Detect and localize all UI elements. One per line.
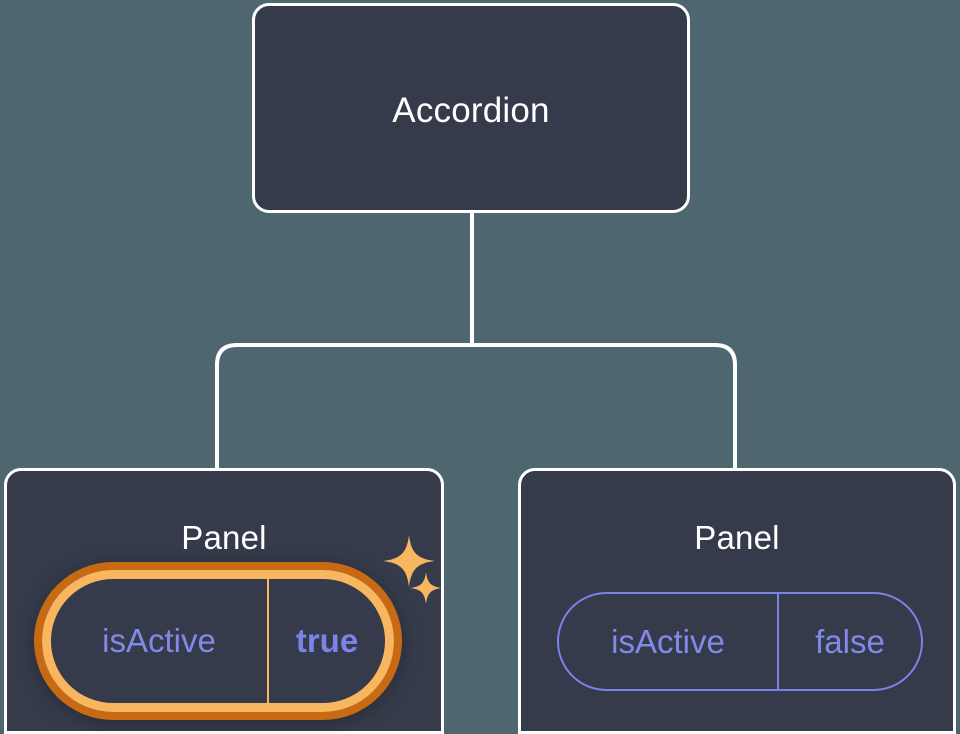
node-accordion[interactable]: Accordion <box>252 3 690 213</box>
prop-value-label: false <box>777 594 921 689</box>
prop-value-label: true <box>267 579 385 703</box>
prop-pill-isactive-false[interactable]: isActive false <box>557 592 923 691</box>
node-panel-inactive-label: Panel <box>694 519 780 556</box>
prop-pill-isactive-true[interactable]: isActive true <box>42 570 394 712</box>
prop-key-label: isActive <box>611 622 725 660</box>
connector-branch-bus <box>215 343 737 470</box>
prop-key-label: isActive <box>102 622 216 659</box>
node-panel-active-label: Panel <box>181 519 267 556</box>
node-accordion-label: Accordion <box>392 91 550 130</box>
